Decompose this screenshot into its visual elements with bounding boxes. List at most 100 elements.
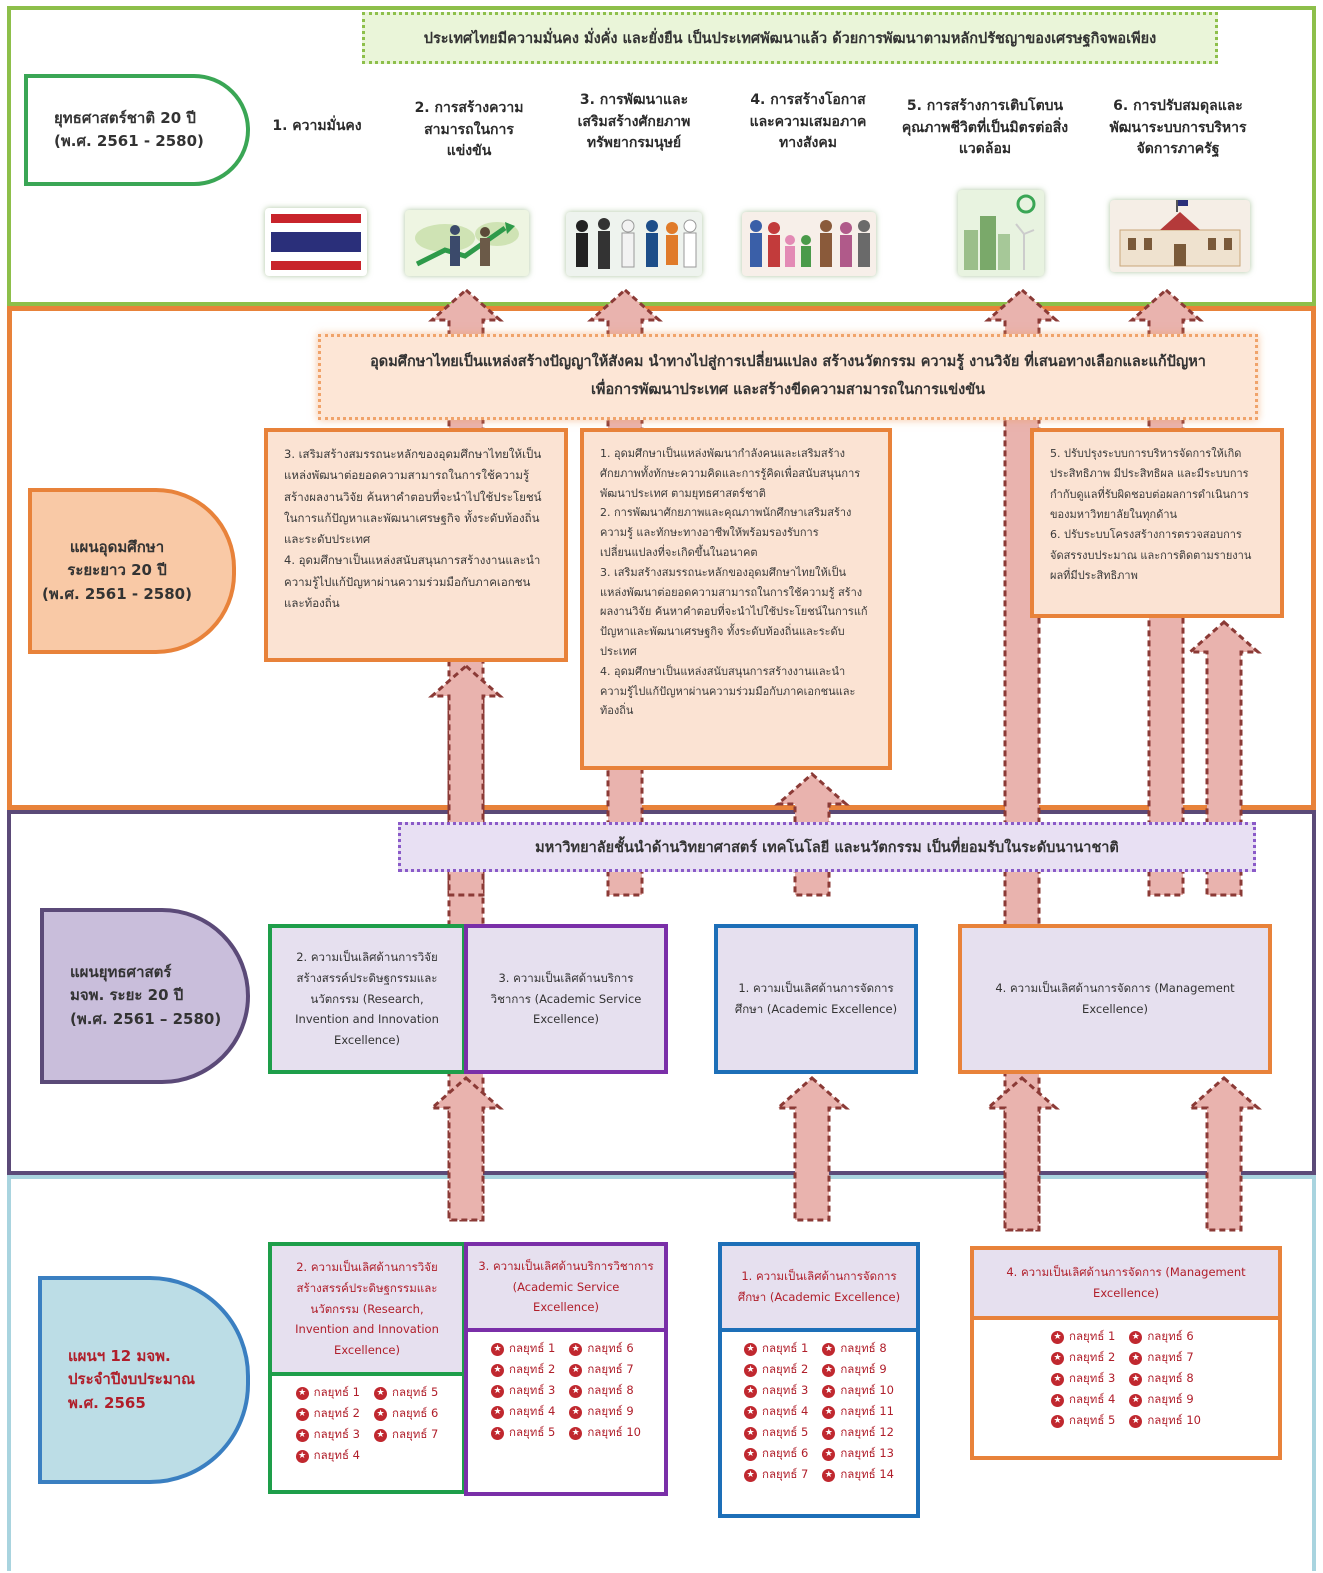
band-higher-education-plan — [7, 306, 1316, 810]
excellence-box-academic-service: 3. ความเป็นเลิศด้านบริการวิชาการ (Academ… — [464, 924, 668, 1074]
strategy-item: ★กลยุทธ์ 9 — [569, 1403, 641, 1421]
university-badge-line1: แผนยุทธศาสตร์ — [70, 963, 172, 982]
star-badge-icon: ★ — [1051, 1372, 1065, 1386]
strategy-item: ★กลยุทธ์ 3 — [491, 1382, 555, 1400]
strategy-item-label: กลยุทธ์ 14 — [840, 1467, 894, 1481]
strategy-item: ★กลยุทธ์ 13 — [822, 1445, 894, 1463]
star-badge-icon: ★ — [1051, 1351, 1065, 1365]
star-badge-icon: ★ — [1129, 1351, 1143, 1365]
annual-group-management: 4. ความเป็นเลิศด้านการจัดการ (Management… — [970, 1246, 1282, 1460]
strategy-label-5: 5. การสร้างการเติบโตบนคุณภาพชีวิตที่เป็น… — [901, 98, 1069, 158]
strategy-item: ★กลยุทธ์ 4 — [491, 1403, 555, 1421]
strategy-item: ★กลยุทธ์ 11 — [822, 1403, 894, 1421]
star-badge-icon: ★ — [744, 1342, 758, 1356]
strategy-item-label: กลยุทธ์ 12 — [840, 1425, 894, 1439]
higher-ed-badge: แผนอุดมศึกษา ระยะยาว 20 ปี (พ.ศ. 2561 - … — [28, 488, 236, 654]
strategy-item: ★กลยุทธ์ 8 — [569, 1382, 641, 1400]
strategy-item: ★กลยุทธ์ 5 — [491, 1424, 555, 1442]
strategy-item: ★กลยุทธ์ 12 — [822, 1424, 894, 1442]
star-badge-icon: ★ — [1129, 1330, 1143, 1344]
strategy-item: ★ กลยุทธ์ 7 — [1129, 1349, 1201, 1367]
strategy-label-1: 1. ความมั่นคง — [272, 118, 362, 134]
star-badge-icon: ★ — [744, 1468, 758, 1482]
strategy-list-service: ★กลยุทธ์ 1★กลยุทธ์ 6★กลยุทธ์ 2★กลยุทธ์ 7… — [468, 1332, 664, 1450]
star-badge-icon: ★ — [822, 1468, 836, 1482]
strategy-item: ★ กลยุทธ์ 1 — [744, 1340, 808, 1358]
star-badge-icon: ★ — [295, 1386, 309, 1400]
star-badge-icon: ★ — [374, 1386, 387, 1400]
higher-ed-box-right: 5. ปรับปรุงระบบการบริหารจัดการให้เกิดประ… — [1030, 428, 1284, 618]
strategy-item-label: กลยุทธ์ 8 — [840, 1341, 887, 1355]
thai-flag-icon — [265, 208, 367, 276]
annual-group-research-title-text: 2. ความเป็นเลิศด้านการวิจัย สร้างสรรค์ปร… — [295, 1260, 439, 1358]
star-badge-icon: ★ — [569, 1384, 583, 1398]
strategy-item: ★ กลยุทธ์ 7 — [744, 1466, 808, 1484]
star-badge-icon: ★ — [1129, 1393, 1143, 1407]
higher-ed-badge-line1: แผนอุดมศึกษา — [69, 538, 165, 557]
national-strategy-badge: ยุทธศาสตร์ชาติ 20 ปี (พ.ศ. 2561 - 2580) — [24, 74, 250, 186]
annual-plan-badge: แผนฯ 12 มจพ. ประจำปีงบประมาณ พ.ศ. 2565 — [38, 1276, 250, 1484]
national-vision-text: ประเทศไทยมีความมั่นคง มั่งคั่ง และยั่งยื… — [423, 30, 1157, 47]
strategy-item-label: กลยุทธ์ 3 — [313, 1427, 360, 1441]
strategy-item: ★กลยุทธ์ 2 — [1051, 1349, 1115, 1367]
excellence-management-text: 4. ความเป็นเลิศด้านการจัดการ (Management… — [995, 981, 1235, 1016]
strategy-item-label: กลยุทธ์ 2 — [762, 1362, 809, 1376]
up-arrow — [428, 1075, 504, 1222]
strategy-label-6: 6. การปรับสมดุลและพัฒนาระบบการบริหารจัดก… — [1109, 98, 1247, 158]
strategy-item: ★กลยุทธ์ 6 — [744, 1445, 808, 1463]
star-badge-icon: ★ — [744, 1363, 758, 1377]
strategy-item-label: กลยุทธ์ 5 — [1069, 1413, 1116, 1427]
strategy-item-label: กลยุทธ์ 1 — [509, 1341, 556, 1355]
star-badge-icon: ★ — [491, 1342, 505, 1356]
strategy-item-label: กลยุทธ์ 3 — [762, 1383, 809, 1397]
strategy-item: ★กลยุทธ์ 1 — [295, 1384, 360, 1402]
university-vision-box: มหาวิทยาลัยชั้นนำด้านวิทยาศาสตร์ เทคโนโล… — [398, 822, 1256, 872]
star-badge-icon: ★ — [491, 1405, 505, 1419]
annual-group-academic-title: 1. ความเป็นเลิศด้านการจัดการศึกษา (Acade… — [722, 1246, 916, 1332]
strategy-item: ★ กลยุทธ์ 3 — [744, 1382, 808, 1400]
strategy-item: ★กลยุทธ์ 7 — [569, 1361, 641, 1379]
strategy-item-label: กลยุทธ์ 1 — [1069, 1329, 1116, 1343]
strategy-item-label: กลยุทธ์ 6 — [1147, 1329, 1194, 1343]
strategy-item-label: กลยุทธ์ 1 — [762, 1341, 809, 1355]
strategy-item: ★กลยุทธ์ 4 — [1051, 1391, 1115, 1409]
strategy-item: ★กลยุทธ์ 10 — [1129, 1412, 1201, 1430]
strategy-item-label: กลยุทธ์ 6 — [587, 1341, 634, 1355]
strategy-item: ★ กลยุทธ์ 14 — [822, 1466, 894, 1484]
star-badge-icon: ★ — [744, 1384, 758, 1398]
strategy-item: ★กลยุทธ์ 9 — [822, 1361, 894, 1379]
strategy-item-label: กลยุทธ์ 7 — [762, 1467, 809, 1481]
university-badge-line3: (พ.ศ. 2561 – 2580) — [70, 1009, 222, 1028]
annual-group-academic-title-text: 1. ความเป็นเลิศด้านการจัดการศึกษา (Acade… — [737, 1269, 901, 1304]
strategy-item-label: กลยุทธ์ 9 — [1147, 1392, 1194, 1406]
strategy-item-label: กลยุทธ์ 13 — [840, 1446, 894, 1460]
strategy-item-label: กลยุทธ์ 6 — [392, 1406, 439, 1420]
higher-ed-vision-line1: อุดมศึกษาไทยเป็นแหล่งสร้างปัญญาให้สังคม … — [370, 354, 1206, 371]
excellence-research-text: 2. ความเป็นเลิศด้านการวิจัย สร้างสรรค์ปร… — [295, 950, 439, 1048]
strategy-list-management: ★กลยุทธ์ 1★กลยุทธ์ 6★กลยุทธ์ 2★กลยุทธ์ 7… — [974, 1320, 1278, 1438]
annual-group-service-title-text: 3. ความเป็นเลิศด้านบริการวิชาการ (Academ… — [478, 1258, 654, 1315]
annual-group-academic-service: 3. ความเป็นเลิศด้านบริการวิชาการ (Academ… — [464, 1242, 668, 1496]
strategy-item-label: กลยุทธ์ 11 — [840, 1404, 894, 1418]
annual-group-management-title-text: 4. ความเป็นเลิศด้านการจัดการ (Management… — [1006, 1265, 1246, 1300]
strategy-item-label: กลยุทธ์ 5 — [509, 1425, 556, 1439]
strategy-item: ★กลยุทธ์ 1 — [1051, 1328, 1115, 1346]
university-vision-text: มหาวิทยาลัยชั้นนำด้านวิทยาศาสตร์ เทคโนโล… — [535, 839, 1119, 856]
up-arrow — [774, 1075, 850, 1222]
strategy-item: ★ กลยุทธ์ 2 — [744, 1361, 808, 1379]
strategy-item-label: กลยุทธ์ 7 — [587, 1362, 634, 1376]
strategy-item-label: กลยุทธ์ 4 — [762, 1404, 809, 1418]
strategy-item: ★กลยุทธ์ 5 — [1051, 1412, 1115, 1430]
professionals-icon — [566, 212, 702, 276]
strategy-item-label: กลยุทธ์ 7 — [1147, 1350, 1194, 1364]
strategy-item-label: กลยุทธ์ 10 — [1147, 1413, 1201, 1427]
strategy-item-label: กลยุทธ์ 3 — [509, 1383, 556, 1397]
star-badge-icon: ★ — [491, 1363, 505, 1377]
strategy-item: ★กลยุทธ์ 3 — [1051, 1370, 1115, 1388]
strategy-item: ★ กลยุทธ์ 9 — [1129, 1391, 1201, 1409]
up-arrow — [1186, 1075, 1262, 1232]
excellence-service-text: 3. ความเป็นเลิศด้านบริการวิชาการ (Academ… — [490, 970, 642, 1027]
strategy-item-label: กลยุทธ์ 8 — [1147, 1371, 1194, 1385]
star-badge-icon: ★ — [744, 1447, 758, 1461]
annual-group-management-title: 4. ความเป็นเลิศด้านการจัดการ (Management… — [974, 1250, 1278, 1320]
